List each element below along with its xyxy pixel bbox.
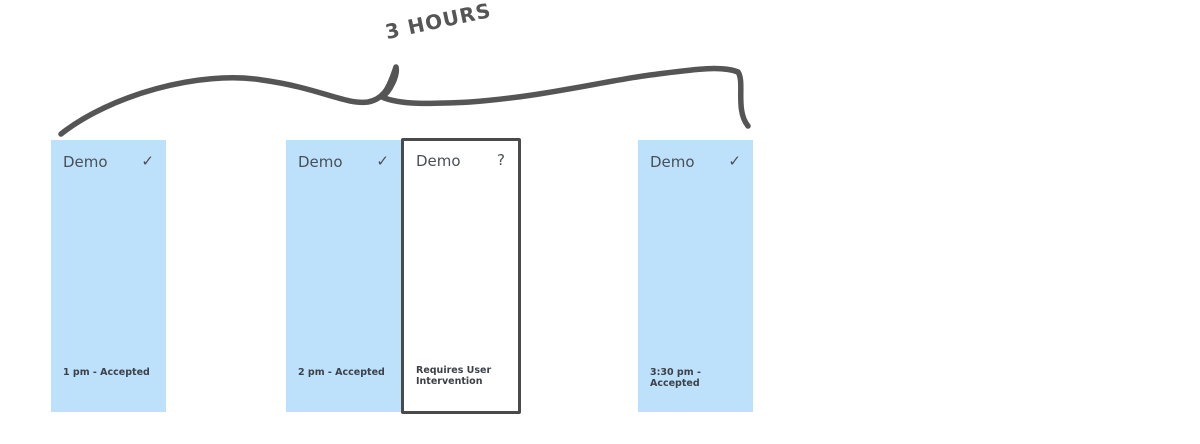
duration-annotation-label: 3 HOURS — [383, 0, 494, 45]
card-status-text: Requires User Intervention — [416, 365, 492, 387]
card-title: Demo — [416, 152, 461, 170]
schedule-card-accepted[interactable]: Demo ✓ 2 pm - Accepted — [286, 140, 401, 412]
card-title: Demo — [63, 153, 108, 171]
card-status-text: 2 pm - Accepted — [298, 367, 385, 378]
card-title: Demo — [298, 153, 343, 171]
question-icon: ? — [497, 151, 505, 169]
card-status-text: 3:30 pm - Accepted — [650, 367, 701, 389]
card-title: Demo — [650, 153, 695, 171]
check-icon: ✓ — [376, 152, 389, 170]
schedule-card-pending[interactable]: Demo ? Requires User Intervention — [401, 138, 521, 414]
schedule-card-accepted[interactable]: Demo ✓ 3:30 pm - Accepted — [638, 140, 753, 412]
check-icon: ✓ — [728, 152, 741, 170]
schedule-card-accepted[interactable]: Demo ✓ 1 pm - Accepted — [51, 140, 166, 412]
check-icon: ✓ — [141, 152, 154, 170]
card-status-text: 1 pm - Accepted — [63, 367, 150, 378]
